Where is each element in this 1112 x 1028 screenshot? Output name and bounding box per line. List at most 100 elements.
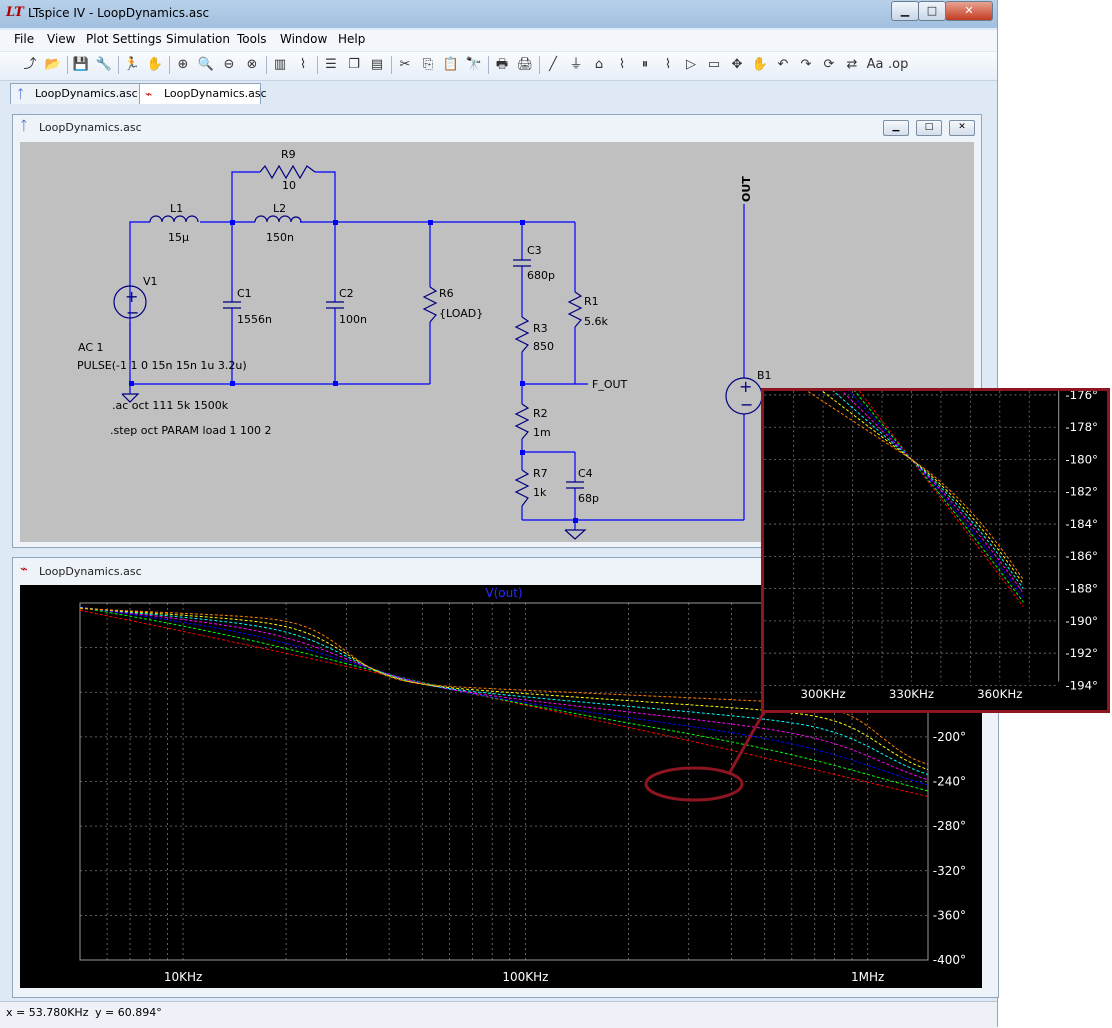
menu-simulation[interactable]: Simulation [166,32,230,46]
inductor-icon[interactable]: ⌇ [664,57,672,72]
zoom-highlight-ellipse [644,766,744,802]
phase-trace[interactable] [79,608,929,765]
zoom-cancel-icon[interactable]: ⊗ [246,57,258,72]
cascade-icon[interactable]: ❐ [348,57,360,72]
zoom-in-icon[interactable]: ⊕ [177,57,189,72]
phase-trace[interactable] [79,607,929,792]
zoom-area-icon[interactable]: 🔍 [197,57,215,72]
inset-phase-trace [821,391,1024,585]
plot-frame [79,602,929,961]
wires [129,171,745,530]
waveform-icon[interactable]: ⌇ [299,57,307,72]
print-preview-icon[interactable]: 🖶 [495,57,509,72]
print-icon[interactable]: 🖨 [516,57,534,72]
menu-help[interactable]: Help [338,32,366,46]
tab-label: LoopDynamics.asc [35,87,138,100]
inset-y-tick-label: -178° [1065,420,1098,434]
f-out-label: F_OUT [592,378,628,391]
y-tick-label: -400° [933,953,966,967]
run-sim-icon[interactable]: 🏃 [123,57,141,72]
inset-y-tick-label: -182° [1065,485,1098,499]
maximize-button[interactable]: □ [918,1,946,21]
c3-value: 680p [527,269,555,282]
toolbar-separator [67,56,68,74]
inset-traces [806,391,1024,608]
control-panel-icon[interactable]: 🔧 [95,57,113,72]
svg-text:+: + [739,377,752,396]
mirror-icon[interactable]: ⇄ [846,57,858,72]
drag-icon[interactable]: ✋ [751,57,769,72]
toolbar-separator [539,56,540,74]
schematic-window-title: LoopDynamics.asc [39,121,142,134]
r9-name: R9 [281,148,296,161]
copy-icon[interactable]: ⎘ [422,57,434,72]
find-icon[interactable]: 🔭 [465,57,483,72]
paste-icon[interactable]: 📋 [442,57,460,72]
undo-icon[interactable]: ↶ [777,57,789,72]
wire-icon[interactable]: ╱ [549,57,557,72]
cut-icon[interactable]: ✂ [399,57,411,72]
save-icon[interactable]: 💾 [72,57,90,72]
toolbar-separator [488,56,489,74]
capacitor-icon[interactable]: ⏸ [641,57,649,72]
rotate-icon[interactable]: ⟳ [823,57,835,72]
text-icon[interactable]: Aa [866,57,884,72]
tab-label: LoopDynamics.asc [164,87,267,100]
schematic-icon: ᛏ [20,119,28,134]
open-icon[interactable]: 📂 [44,57,62,72]
trace-title[interactable]: V(out) [485,586,522,600]
phase-trace[interactable] [79,606,929,786]
inset-x-tick-label: 360KHz [977,687,1022,701]
component-symbols [113,164,763,540]
close-button[interactable]: ✕ [945,1,993,21]
out-net-label: OUT [740,176,753,202]
menu-window[interactable]: Window [280,32,328,46]
inset-y-tick-label: -184° [1065,517,1098,531]
menu-plot-settings[interactable]: Plot Settings [86,32,162,46]
r3-value: 850 [533,340,554,353]
tile-horizontal-icon[interactable]: ☰ [325,57,337,72]
y-tick-label: -360° [933,908,966,922]
svg-text:+: + [125,287,138,306]
schematic-maximize-button[interactable]: □ [916,120,942,136]
r7-value: 1k [533,486,547,499]
r6-name: R6 [439,287,454,300]
y-tick-label: -200° [933,730,966,744]
tab-schematic[interactable]: ᛏ LoopDynamics.asc [10,83,142,104]
redo-icon[interactable]: ↷ [800,57,812,72]
v1-value2: PULSE(-1 1 0 15n 15n 1u 3.2u) [77,359,247,372]
c1-value: 1556n [237,313,272,326]
diode-icon[interactable]: ▷ [686,57,696,72]
schematic-minimize-button[interactable]: ▁ [883,120,909,136]
move-icon[interactable]: ✥ [731,57,743,72]
r9-value: 10 [282,179,296,192]
phase-trace[interactable] [79,607,929,775]
y-tick-label: -240° [933,775,966,789]
menu-file[interactable]: File [14,32,35,46]
tile-vertical-icon[interactable]: ▤ [370,57,384,72]
zoom-out-icon[interactable]: ⊖ [223,57,235,72]
phase-trace[interactable] [79,606,929,781]
component-icon[interactable]: ▭ [707,57,721,72]
pan-icon[interactable]: ✋ [146,57,164,72]
inset-phase-trace [806,391,1024,581]
menu-view[interactable]: View [47,32,76,46]
ground-icon[interactable]: ⏚ [569,57,583,72]
inset-y-tick-label: -188° [1065,582,1098,596]
tab-waveform[interactable]: ⌁ LoopDynamics.asc [139,83,267,104]
autorange-icon[interactable]: ▥ [273,57,287,72]
minimize-button[interactable]: ▁ [891,1,919,21]
label-icon[interactable]: ⌂ [594,57,604,72]
resistor-icon[interactable]: ⌇ [618,57,626,72]
toolbar-separator [118,56,119,74]
status-bar [0,1001,997,1028]
r2-name: R2 [533,407,548,420]
toolbar-separator [169,56,170,74]
spice-directive-icon[interactable]: .op [888,57,909,72]
ac-directive: .ac oct 111 5k 1500k [112,399,229,412]
inset-y-tick-label: -176° [1065,388,1098,402]
run-icon[interactable]: ⤴ [23,57,37,72]
menu-bar [0,30,997,51]
menu-tools[interactable]: Tools [237,32,267,46]
schematic-close-button[interactable]: ✕ [949,120,975,136]
